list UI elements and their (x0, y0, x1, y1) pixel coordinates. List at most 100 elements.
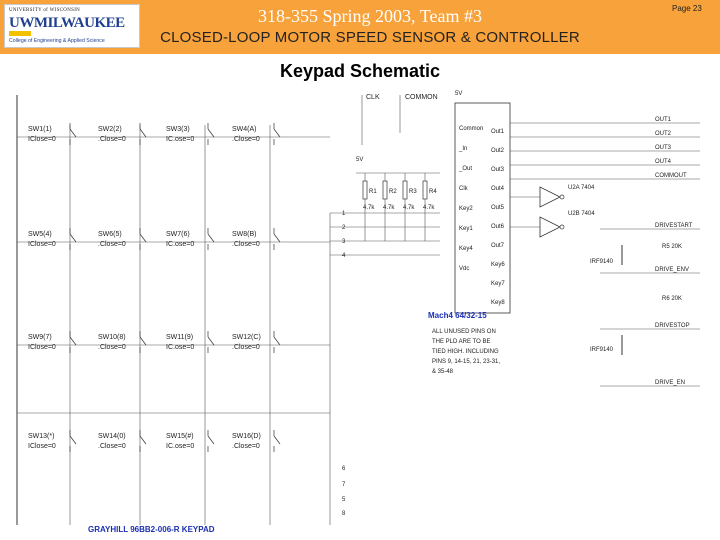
logo-line1: UNIVERSITY of WISCONSIN (9, 8, 81, 13)
output-net-label: COMMOUT (655, 173, 687, 179)
switch-ref: SW1(1) (28, 126, 52, 133)
keypad-switch: SW13(*) IClose=0 (28, 430, 77, 452)
switch-value: IClose=0 (28, 136, 56, 143)
switch-ref: SW10(8) (98, 334, 126, 341)
switch-value: .Close=0 (98, 241, 126, 248)
pullup-resistor: R3 4.7k (402, 173, 417, 241)
pld-pin-left: _Out (458, 166, 472, 172)
switch-ref: SW11(9) (166, 334, 193, 341)
pld-pin-left: Key4 (459, 246, 473, 252)
pld-pin-right: Out7 (491, 243, 505, 249)
switch-value: IC.ose=0 (166, 443, 194, 450)
pld-chip (454, 102, 511, 314)
resistor-value: 4.7k (363, 205, 375, 211)
header-bar: UNIVERSITY of WISCONSIN UWMILWAUKEE Coll… (0, 0, 720, 54)
switch-ref: SW2(2) (98, 126, 122, 133)
common-label: COMMON (405, 94, 438, 101)
switch-value: .Close=0 (98, 443, 126, 450)
pld-pin-left: Key2 (459, 206, 473, 212)
output-net-label: OUT3 (655, 145, 672, 151)
switch-ref: SW14(0) (98, 433, 126, 440)
pld-pin-left: Key1 (459, 226, 473, 232)
note-line: TIED HIGH. INCLUDING (432, 349, 499, 355)
r6-label: R6 20K (662, 296, 682, 302)
switch-value: IClose=0 (28, 443, 56, 450)
keypad-switch: SW16(D).Close=0 (232, 430, 281, 452)
switch-value: IClose=0 (28, 241, 56, 248)
svg-text:5: 5 (342, 497, 346, 503)
switch-value: .Close=0 (232, 443, 260, 450)
svg-text:6: 6 (342, 466, 346, 472)
switch-value: .Close=0 (232, 344, 260, 351)
keypad-switch: SW9(7) IClose=0 (28, 331, 77, 353)
mosfet-q2-label: IRF9140 (590, 347, 614, 353)
inverter-u2a (539, 186, 561, 208)
keypad-switch: SW1(1) IClose=0 (28, 123, 77, 145)
pld-pin-right: Out5 (491, 205, 505, 211)
resistor-ref: R4 (429, 189, 437, 195)
pld-pin-right: Key6 (491, 262, 505, 268)
keypad-switch: SW12(C) .Close=0 (232, 331, 281, 353)
pld-pin-left: Clk (459, 186, 469, 192)
switch-value: IC.ose=0 (166, 344, 194, 351)
resistor-ref: R2 (389, 189, 397, 195)
vcc-label-2: 5V (356, 157, 363, 163)
pld-chip-label: Mach4 64/32-15 (428, 311, 487, 320)
output-net-label: OUT1 (655, 117, 672, 123)
pld-pin-right: Key7 (491, 281, 505, 287)
resistor-ref: R3 (409, 189, 417, 195)
pld-pin-right: Key8 (491, 300, 505, 306)
output-net-label: DRIVESTART (655, 223, 693, 229)
switch-ref: SW6(5) (98, 231, 122, 238)
resistor-value: 4.7k (403, 205, 415, 211)
svg-text:8: 8 (342, 511, 346, 517)
vcc-label: 5V (455, 91, 462, 97)
header-subtitle: CLOSED-LOOP MOTOR SPEED SENSOR & CONTROL… (160, 29, 580, 46)
mosfet-q1-label: IRF9140 (590, 259, 614, 265)
switch-ref: SW13(*) (28, 433, 54, 440)
keypad-schematic: SW1(1)IClose=0SW2(2).Close=0SW3(3)IC.ose… (16, 91, 700, 534)
pld-pin-left: Vdc (459, 266, 469, 272)
switch-value: IC.ose=0 (166, 136, 194, 143)
inverter-u2b (539, 216, 561, 238)
switch-value: IClose=0 (28, 344, 56, 351)
output-net-label: OUT4 (655, 159, 672, 165)
svg-text:4: 4 (342, 253, 346, 259)
keypad-switch: SW15(#) IC.ose=0 (166, 430, 215, 452)
pld-pin-left: _In (458, 146, 467, 152)
keypad-switch: SW5(4)IClose=0 (28, 228, 77, 250)
logo-line2: UWMILWAUKEE (9, 15, 125, 31)
switch-ref: SW12(C) (232, 334, 261, 341)
pld-pin-right: Out1 (491, 129, 505, 135)
output-net-label: OUT2 (655, 131, 672, 137)
keypad-switch: SW14(0) .Close=0 (98, 430, 147, 452)
resistor-value: 4.7k (383, 205, 395, 211)
clk-label: CLK (366, 94, 380, 101)
output-net-label: DRIVE_ENV (655, 267, 689, 273)
keypad-switch: SW6(5) .Close=0 (98, 228, 147, 250)
inverter-u2a-label: U2A 7404 (568, 185, 595, 191)
keypad-switch: SW10(8).Close=0 (98, 331, 147, 353)
switch-ref: SW9(7) (28, 334, 52, 341)
switch-value: .Close=0 (232, 241, 260, 248)
university-logo: UNIVERSITY of WISCONSIN UWMILWAUKEE Coll… (4, 4, 140, 48)
output-net-label: DRIVE_EN (655, 380, 685, 386)
svg-text:7: 7 (342, 482, 346, 488)
keypad-switch: SW2(2).Close=0 (98, 123, 147, 145)
switch-ref: SW15(#) (166, 433, 194, 440)
switch-ref: SW4(A) (232, 126, 257, 133)
logo-mark (9, 31, 31, 36)
logo-line3: College of Engineering & Applied Science (9, 38, 105, 44)
pullup-resistor: R44.7k (422, 173, 437, 241)
keypad-switch: SW11(9) IC.ose=0 (166, 331, 215, 353)
switch-grid: SW1(1)IClose=0SW2(2).Close=0SW3(3)IC.ose… (28, 123, 281, 452)
pullup-resistor: R2 4.7k (382, 173, 397, 241)
r5-label: R5 20K (662, 244, 682, 250)
keypad-switch: SW8(B).Close=0 (232, 228, 281, 250)
pullup-resistor: R14.7k (362, 173, 377, 241)
